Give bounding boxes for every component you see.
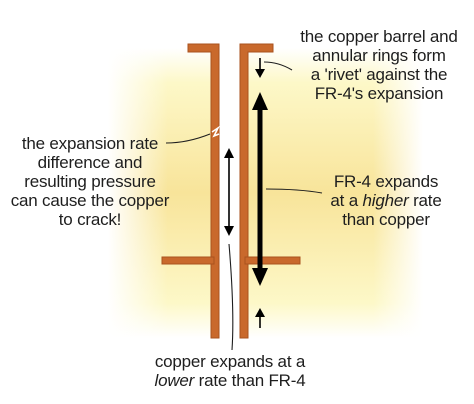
fr4-line-3: than copper bbox=[342, 210, 430, 229]
copper-barrel-left bbox=[161, 43, 220, 339]
copper-barrel-right bbox=[239, 43, 301, 339]
fr4-line-2-suffix: rate bbox=[408, 191, 442, 210]
crack-line-2: difference and bbox=[37, 153, 143, 172]
fr4-laminate-right bbox=[243, 48, 423, 338]
fr4-line-1: FR-4 expands bbox=[333, 172, 439, 191]
copper-annotation: copper expands at a lower rate than FR-4 bbox=[130, 352, 330, 390]
copper-crack-mark bbox=[211, 125, 221, 138]
rivet-arrow-bottom bbox=[255, 308, 265, 328]
copper-line-1: copper expands at a bbox=[154, 352, 306, 371]
copper-expansion-arrow bbox=[224, 148, 234, 236]
copper-line-2-suffix: rate than FR-4 bbox=[194, 371, 306, 390]
fr4-line-2-emphasis: higher bbox=[362, 191, 409, 210]
fr4-laminate-left bbox=[108, 48, 216, 338]
crack-line-1: the expansion rate bbox=[21, 134, 159, 153]
leader-rivet bbox=[263, 61, 293, 71]
leader-fr4 bbox=[265, 188, 323, 194]
rivet-line-4: FR-4's expansion bbox=[314, 84, 444, 103]
copper-line-2-emphasis: lower bbox=[154, 371, 195, 390]
crack-line-4: can cause the copper bbox=[10, 191, 170, 210]
leader-copper bbox=[228, 243, 234, 351]
fr4-annotation: FR-4 expands at a higher rate than coppe… bbox=[316, 172, 456, 229]
crack-line-3: resulting pressure bbox=[24, 172, 156, 191]
rivet-arrow-top bbox=[255, 58, 265, 78]
crack-line-5: to crack! bbox=[58, 210, 122, 229]
rivet-line-2: annular rings form bbox=[312, 46, 446, 65]
fr4-expansion-arrow bbox=[252, 92, 268, 286]
fr4-line-2-prefix: at a bbox=[330, 191, 363, 210]
rivet-line-3: a 'rivet' against the bbox=[310, 65, 448, 84]
copper-line-2: lower rate than FR-4 bbox=[130, 371, 330, 390]
rivet-line-1: the copper barrel and bbox=[300, 27, 458, 46]
rivet-annotation: the copper barrel and annular rings form… bbox=[288, 27, 470, 103]
leader-lines bbox=[165, 61, 323, 351]
fr4-line-2: at a higher rate bbox=[316, 191, 456, 210]
crack-annotation: the expansion rate difference and result… bbox=[10, 134, 170, 229]
leader-crack bbox=[165, 133, 211, 144]
